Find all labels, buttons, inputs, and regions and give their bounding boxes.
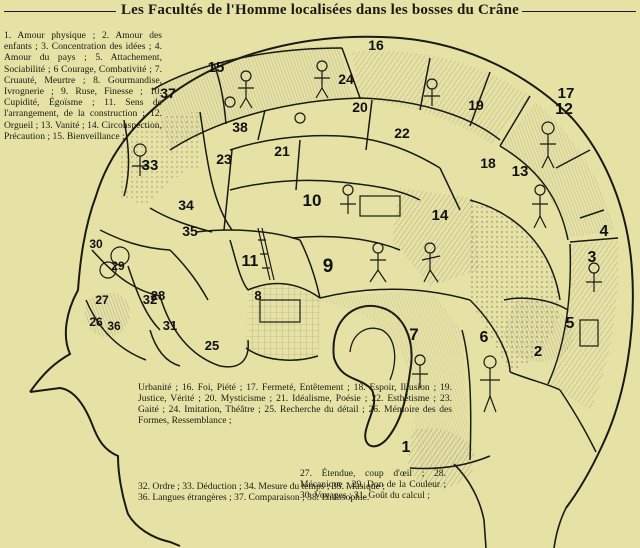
region-number-3: 3 [588, 249, 597, 266]
region-number-6: 6 [480, 329, 489, 346]
region-number-14: 14 [432, 207, 449, 224]
region-number-29: 29 [111, 259, 125, 273]
region-number-5: 5 [566, 315, 575, 332]
legend-right-block: 27. Étendue, coup d'œil ; 28. Mécanique … [300, 468, 446, 502]
region-number-27: 27 [95, 293, 109, 307]
vignette-figures [99, 60, 602, 413]
region-number-20: 20 [352, 99, 368, 115]
region-number-2: 2 [534, 343, 542, 360]
legend-tail-line-2: 36. Langues étrangères ; 37. Comparaison… [138, 492, 370, 504]
region-number-19: 19 [468, 97, 484, 113]
region-number-8: 8 [254, 288, 261, 303]
region-number-23: 23 [216, 151, 232, 167]
legend-bottom-block: Urbanité ; 16. Foi, Piété ; 17. Fermeté,… [138, 382, 452, 427]
region-number-12: 12 [555, 101, 573, 118]
region-number-38: 38 [232, 119, 248, 135]
head-outline [29, 35, 634, 547]
region-number-10: 10 [303, 191, 322, 210]
region-number-32: 32 [143, 292, 157, 307]
region-number-22: 22 [394, 125, 410, 141]
region-number-18: 18 [480, 155, 496, 171]
region-number-34: 34 [178, 197, 194, 213]
region-number-15: 15 [208, 59, 225, 76]
title-rule-left [4, 11, 116, 12]
title-rule-right [522, 11, 636, 12]
page-title: Les Facultés de l'Homme localisées dans … [120, 2, 520, 18]
region-number-33: 33 [142, 157, 159, 174]
region-number-1: 1 [402, 439, 411, 456]
region-number-35: 35 [182, 223, 198, 239]
region-number-30: 30 [89, 237, 103, 251]
region-number-4: 4 [600, 223, 609, 240]
legend-tail-block: 32. Ordre ; 33. Déduction ; 34. Mesure d… [138, 481, 458, 503]
region-number-9: 9 [323, 256, 334, 277]
region-number-26: 26 [89, 315, 103, 329]
region-number-11: 11 [242, 253, 259, 270]
region-number-17: 17 [558, 85, 575, 102]
region-number-24: 24 [338, 71, 354, 87]
region-number-21: 21 [274, 143, 290, 159]
region-number-13: 13 [512, 163, 529, 180]
region-number-31: 31 [163, 318, 177, 333]
region-numbers: 1234567891011121314151617181920212223242… [89, 37, 608, 456]
region-number-28: 28 [151, 288, 165, 303]
region-number-37: 37 [160, 85, 176, 101]
region-borders [85, 47, 619, 470]
region-number-25: 25 [205, 338, 219, 353]
legend-left-column: 1. Amour physique ; 2. Amour des enfants… [4, 30, 162, 142]
region-number-16: 16 [368, 37, 384, 53]
region-number-7: 7 [409, 325, 418, 344]
legend-tail-line-1: 32. Ordre ; 33. Déduction ; 34. Mesure d… [138, 481, 386, 492]
region-number-36: 36 [107, 319, 121, 333]
